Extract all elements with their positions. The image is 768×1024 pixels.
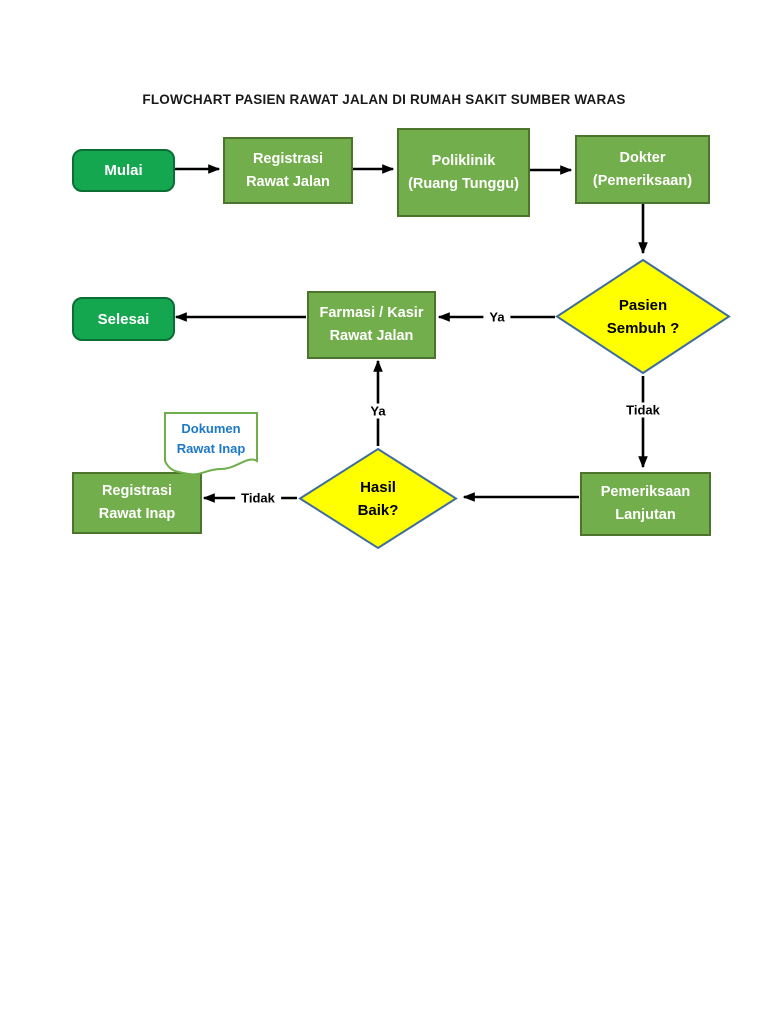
diamond-shape bbox=[555, 258, 731, 375]
node-label-line: Dokter bbox=[619, 149, 666, 166]
node-registrasi-rawat-jalan: Registrasi Rawat Jalan bbox=[223, 137, 353, 204]
node-label-line: Farmasi / Kasir bbox=[319, 305, 424, 321]
node-label-line: Lanjutan bbox=[615, 507, 676, 523]
node-label-line: Dokumen bbox=[181, 421, 241, 436]
node-hasil-baik-decision: Hasil Baik? bbox=[298, 447, 458, 550]
node-label-line: Rawat Inap bbox=[98, 506, 176, 522]
node-label-line: (Pemeriksaan) bbox=[592, 172, 693, 189]
decision-label: Pasien Sembuh ? bbox=[555, 258, 731, 375]
diamond-shape bbox=[298, 447, 458, 550]
node-label-line: (Ruang Tunggu) bbox=[408, 175, 519, 192]
node-label-line: Baik? bbox=[357, 501, 399, 519]
node-poliklinik: Poliklinik (Ruang Tunggu) bbox=[397, 128, 530, 217]
node-label-line: Pasien bbox=[618, 296, 668, 314]
node-label: Selesai bbox=[97, 310, 150, 328]
document-label: Dokumen Rawat Inap bbox=[163, 419, 259, 459]
document-shape bbox=[164, 412, 258, 476]
node-label-line: Sembuh ? bbox=[606, 319, 680, 337]
node-label-line: Hasil bbox=[360, 478, 396, 496]
node-selesai: Selesai bbox=[72, 297, 175, 341]
node-label-line: Rawat Inap bbox=[176, 441, 246, 456]
node-label: Mulai bbox=[104, 162, 143, 179]
node-label-line: Registrasi bbox=[252, 150, 324, 167]
node-label-line: Registrasi bbox=[101, 483, 173, 499]
node-label-line: Rawat Jalan bbox=[329, 328, 414, 344]
decision-label: Hasil Baik? bbox=[298, 447, 458, 550]
node-label-line: Pemeriksaan bbox=[600, 484, 691, 500]
node-label-line: Rawat Jalan bbox=[246, 173, 330, 190]
node-farmasi-kasir: Farmasi / Kasir Rawat Jalan bbox=[307, 291, 436, 359]
node-registrasi-rawat-inap: Registrasi Rawat Inap bbox=[72, 472, 202, 534]
edge-label-hasil-baik-ya: Ya bbox=[364, 403, 392, 419]
node-label-line: Poliklinik bbox=[431, 152, 496, 169]
node-pasien-sembuh-decision: Pasien Sembuh ? bbox=[555, 258, 731, 375]
node-mulai: Mulai bbox=[72, 149, 175, 192]
node-dokumen-rawat-inap: Dokumen Rawat Inap bbox=[163, 411, 259, 479]
node-pemeriksaan-lanjutan: Pemeriksaan Lanjutan bbox=[580, 472, 711, 536]
node-dokter: Dokter (Pemeriksaan) bbox=[575, 135, 710, 204]
page-title: FLOWCHART PASIEN RAWAT JALAN DI RUMAH SA… bbox=[142, 92, 626, 107]
edge-label-hasil-baik-tidak: Tidak bbox=[235, 490, 281, 506]
edge-label-pasien-sembuh-ya: Ya bbox=[483, 309, 511, 325]
edge-label-pasien-sembuh-tidak: Tidak bbox=[620, 402, 666, 418]
